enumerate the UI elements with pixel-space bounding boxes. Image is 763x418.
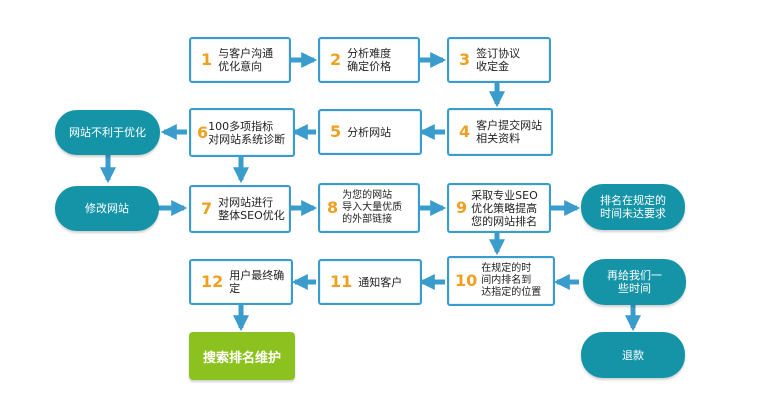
step-number: 8: [327, 198, 339, 217]
pill-text: 排名在规定的 时间未达要求: [600, 194, 666, 220]
pill-more-time: 再给我们一 些时间: [583, 259, 686, 305]
step-text: 分析难度 确定价格: [347, 47, 392, 73]
step-5-box: 5 分析网站: [318, 109, 422, 155]
step-text: 对网站进行 整体SEO优化: [218, 196, 285, 222]
step-7-box: 7 对网站进行 整体SEO优化: [189, 185, 291, 233]
step-number: 10: [455, 271, 478, 290]
step-11-box: 11 通知客户: [318, 259, 422, 305]
step-9-box: 9 采取专业SEO 优化策略提高 您的网站排名: [447, 183, 551, 233]
step-12-box: 12 用户最终确定: [189, 259, 293, 305]
pill-not-reached: 排名在规定的 时间未达要求: [581, 184, 685, 230]
pill-text: 网站不利于优化: [69, 126, 146, 139]
pill-not-suitable: 网站不利于优化: [55, 110, 160, 155]
step-8-box: 8 为您的网站 导入大量优质 的外部链接: [318, 183, 420, 233]
step-number: 9: [456, 198, 468, 217]
step-text: 用户最终确定: [229, 269, 285, 295]
step-1-box: 1 与客户沟通 优化意向: [189, 37, 291, 83]
pill-text: 退款: [622, 348, 644, 362]
step-text: 100多项指标 对网站系统诊断: [208, 119, 286, 146]
step-number: 5: [330, 122, 342, 141]
final-text: 搜索排名维护: [202, 350, 281, 366]
pill-refund: 退款: [581, 332, 685, 378]
step-number: 3: [459, 50, 471, 69]
step-text: 与客户沟通 优化意向: [218, 47, 274, 73]
step-text: 签订协议 收定金: [476, 47, 521, 73]
pill-text: 再给我们一 些时间: [607, 269, 662, 295]
step-text: 为您的网站 导入大量优质 的外部链接: [342, 190, 403, 225]
step-number: 7: [201, 199, 213, 218]
pill-modify-site: 修改网站: [55, 186, 159, 231]
pill-text: 修改网站: [85, 202, 129, 215]
step-text: 通知客户: [358, 275, 403, 289]
step-3-box: 3 签订协议 收定金: [447, 37, 551, 83]
step-number: 6: [197, 122, 209, 142]
step-number: 11: [330, 272, 353, 291]
step-2-box: 2 分析难度 确定价格: [318, 37, 420, 83]
step-6-box: 6 100多项指标 对网站系统诊断: [189, 108, 295, 157]
step-number: 2: [330, 50, 342, 69]
final-maintenance-box: 搜索排名维护: [189, 332, 295, 380]
step-4-box: 4 客户提交网站 相关资料: [447, 108, 553, 156]
step-text: 分析网站: [347, 125, 392, 139]
step-10-box: 10 在规定的时 间内排名到 达指定的位置: [447, 256, 555, 306]
step-number: 1: [201, 50, 213, 69]
step-text: 在规定的时 间内排名到 达指定的位置: [481, 263, 542, 298]
step-number: 4: [459, 122, 471, 141]
step-text: 客户提交网站 相关资料: [476, 119, 543, 145]
step-number: 12: [201, 272, 224, 291]
step-text: 采取专业SEO 优化策略提高 您的网站排名: [471, 188, 538, 228]
